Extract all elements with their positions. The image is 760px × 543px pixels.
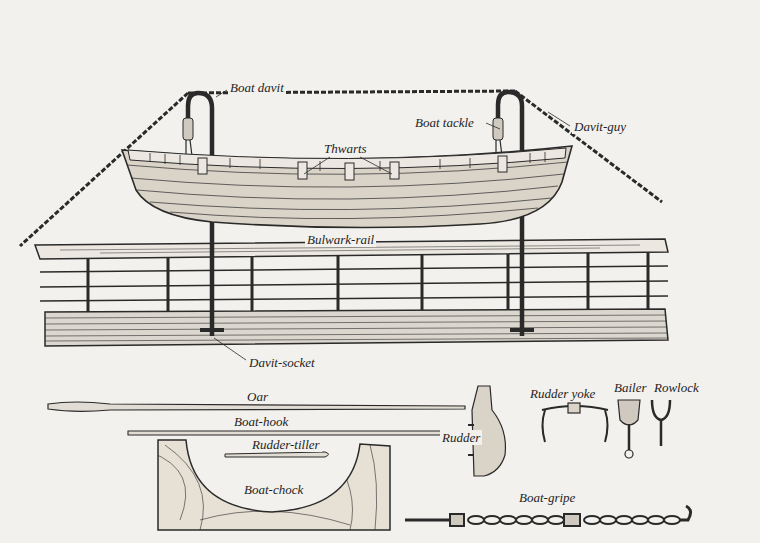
boat-gripe [664, 516, 680, 524]
boat-gripe [405, 506, 691, 526]
bulwark-rail [40, 296, 668, 301]
part-label: Davit-socket [247, 355, 317, 370]
leader-line [214, 90, 570, 442]
leader-line [548, 112, 570, 126]
boat-chock [150, 445, 377, 530]
boat-gripe [405, 519, 450, 522]
rudder-yoke [543, 410, 608, 442]
boat-gripe [468, 516, 484, 524]
bulwark-rail [40, 281, 668, 287]
part-label: Davit-guy [572, 119, 628, 134]
part-label: Bulwark-rail [305, 232, 376, 247]
bailer [625, 450, 633, 458]
leader-line [304, 157, 330, 174]
bailer [618, 400, 640, 458]
rowlock [652, 400, 670, 446]
boat-tackle [183, 118, 193, 140]
bulwark-rail [40, 266, 668, 272]
part-label: Oar [245, 389, 270, 404]
boat-gripe [450, 514, 464, 526]
boat-gripe [564, 514, 580, 526]
part-label: Thwarts [322, 141, 369, 156]
boat-davit [200, 328, 534, 332]
boat-chock [158, 440, 390, 530]
rudder-yoke [568, 403, 580, 413]
boat-hull [122, 146, 572, 228]
boat-gripe [548, 516, 564, 524]
stanchion [251, 257, 254, 311]
bulwark-rail [35, 239, 668, 312]
stanchion [87, 258, 90, 312]
thwart [298, 162, 307, 179]
boat-hull [150, 198, 552, 210]
thwart [390, 162, 399, 179]
rowlock [652, 400, 670, 420]
part-label: Boat-chock [242, 482, 305, 497]
stanchion [647, 252, 650, 310]
part-label: Rudder-tiller [250, 437, 322, 452]
thwart [198, 156, 507, 180]
boat-hull [137, 186, 558, 199]
bulwark-rail [40, 266, 668, 301]
deck [45, 309, 668, 346]
boat-hook [128, 431, 470, 435]
leader-line [360, 157, 392, 174]
boat-gripe [600, 516, 616, 524]
stanchion [507, 254, 510, 310]
boat-gripe [532, 516, 548, 524]
rudder-tiller [225, 452, 329, 457]
boat-gripe [584, 516, 600, 524]
stanchion [88, 252, 648, 312]
thwart [498, 156, 507, 172]
boat-gripe [484, 516, 500, 524]
deck [45, 315, 668, 341]
boat-gripe [632, 516, 648, 524]
part-label: Rudder [440, 430, 482, 445]
boat-tackle [186, 140, 502, 156]
leader-line [214, 338, 246, 360]
stanchion [587, 253, 590, 310]
rudder-yoke [542, 403, 608, 442]
part-label: Bailer [612, 380, 649, 395]
thwart [345, 163, 354, 180]
stanchion [337, 256, 340, 311]
deck [45, 309, 668, 346]
boat-chock [150, 440, 390, 530]
part-label: Boat tackle [413, 115, 476, 130]
boat-gripe [648, 516, 664, 524]
boat-hull [170, 208, 538, 219]
part-label: Boat-gripe [517, 490, 577, 505]
boat-hull [122, 146, 572, 228]
bailer [618, 400, 640, 425]
part-label: Boat davit [228, 80, 286, 95]
part-label: Rudder yoke [528, 386, 597, 401]
stanchion [167, 257, 170, 311]
davit-guy [20, 91, 662, 246]
stanchion [421, 255, 424, 310]
boat-gripe [616, 516, 632, 524]
boat-chock [150, 445, 377, 530]
rowlock [660, 420, 663, 446]
boat-gripe [500, 516, 516, 524]
boat-tackle [493, 118, 503, 140]
rudder-tiller [225, 452, 329, 457]
part-label: Boat-hook [232, 414, 290, 429]
bailer [628, 424, 631, 450]
boat-gripe [680, 506, 691, 520]
thwart [198, 158, 207, 174]
leader-line [216, 90, 227, 97]
leader-line [486, 123, 500, 129]
part-label: Rowlock [652, 380, 701, 395]
boat-gripe [516, 516, 532, 524]
